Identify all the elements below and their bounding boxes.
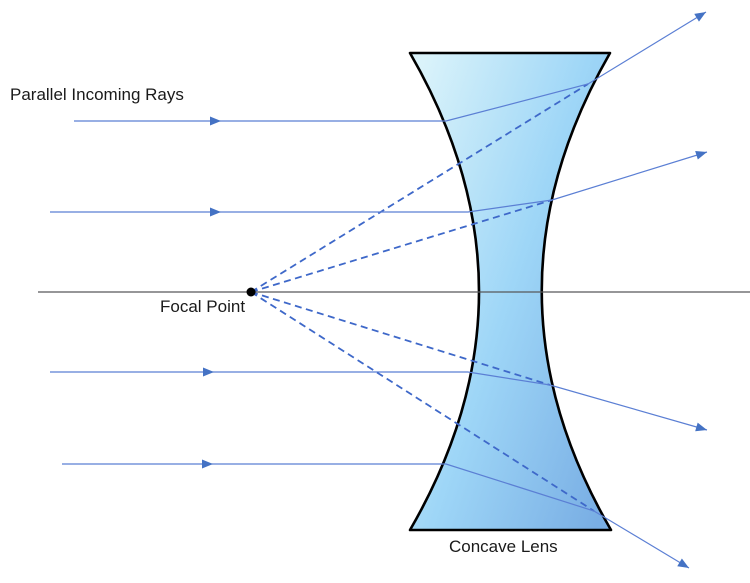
dashed-construction-line-ray-1 bbox=[250, 83, 589, 293]
dashed-construction-line-ray-2 bbox=[250, 199, 553, 293]
light-ray-3 bbox=[50, 371, 708, 431]
incoming-arrowhead-ray-4 bbox=[202, 459, 213, 469]
focal-point-dot bbox=[246, 287, 256, 297]
refracted-arrowhead-ray-3 bbox=[695, 422, 707, 432]
dashed-construction-line-ray-3 bbox=[250, 291, 551, 386]
light-ray-1 bbox=[74, 11, 707, 122]
parallel-incoming-rays-label: Parallel Incoming Rays bbox=[10, 85, 184, 104]
refracted-arrowhead-ray-2 bbox=[695, 150, 707, 160]
incoming-arrowhead-ray-2 bbox=[210, 207, 221, 217]
incoming-arrowhead-ray-1 bbox=[210, 116, 221, 126]
light-ray-4 bbox=[62, 463, 690, 569]
light-ray-2 bbox=[50, 151, 708, 213]
incoming-arrowhead-ray-3 bbox=[203, 367, 214, 377]
refracted-arrowhead-ray-1 bbox=[694, 12, 706, 22]
concave-lens-label: Concave Lens bbox=[449, 537, 558, 556]
focal-point-label: Focal Point bbox=[160, 297, 246, 316]
refracted-arrowhead-ray-4 bbox=[677, 558, 689, 568]
dashed-construction-line-ray-4 bbox=[250, 291, 595, 512]
